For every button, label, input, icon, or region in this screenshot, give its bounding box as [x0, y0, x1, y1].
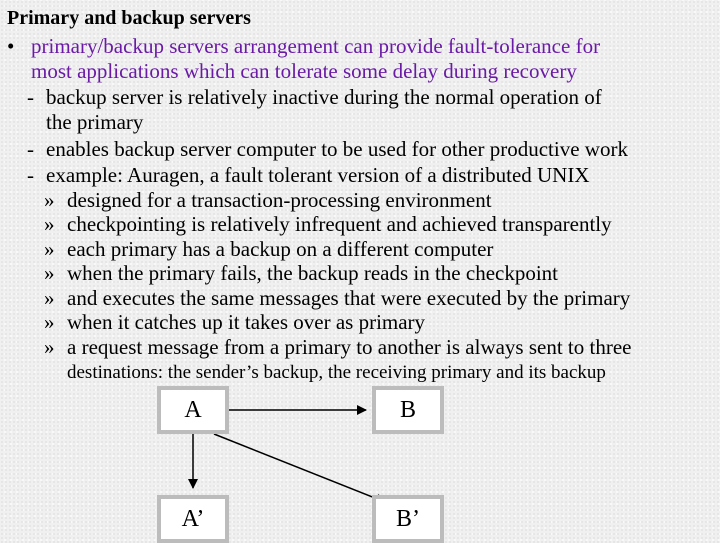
bullet-line-1: primary/backup servers arrangement can p…	[31, 34, 601, 58]
sub-marker: »	[44, 188, 55, 212]
sub-marker: »	[44, 261, 55, 285]
node-b-label: B	[376, 390, 440, 430]
node-b-box: B	[372, 386, 444, 434]
node-a-box: A	[157, 386, 229, 434]
node-b-backup-label: B’	[376, 499, 440, 539]
sub-item-2: checkpointing is relatively infrequent a…	[67, 212, 612, 236]
bullet-marker: •	[7, 34, 15, 58]
sub-marker: »	[44, 212, 55, 236]
sub-item-7-continuation: destinations: the sender’s backup, the r…	[67, 362, 606, 383]
node-b-backup-box: B’	[372, 495, 444, 543]
dash-item-1-line-1: backup server is relatively inactive dur…	[46, 85, 602, 109]
sub-marker: »	[44, 237, 55, 261]
node-a-backup-label: A’	[161, 499, 225, 539]
sub-item-4: when the primary fails, the backup reads…	[67, 261, 558, 285]
sub-marker: »	[44, 286, 55, 310]
arrow-a-to-b-backup	[213, 433, 386, 504]
dash-marker: -	[27, 85, 34, 109]
dash-item-1-line-2: the primary	[46, 110, 144, 134]
dash-item-3-line-1: example: Auragen, a fault tolerant versi…	[46, 163, 590, 187]
sub-item-3: each primary has a backup on a different…	[67, 237, 494, 261]
slide-title: Primary and backup servers	[7, 7, 251, 29]
dash-marker: -	[27, 163, 34, 187]
node-a-label: A	[161, 390, 225, 430]
sub-item-1: designed for a transaction-processing en…	[67, 188, 492, 212]
dash-item-2-line-1: enables backup server computer to be use…	[46, 137, 628, 161]
dash-marker: -	[27, 137, 34, 161]
sub-marker: »	[44, 310, 55, 334]
sub-item-5: and executes the same messages that were…	[67, 286, 631, 310]
bullet-line-2: most applications which can tolerate som…	[31, 59, 577, 83]
node-a-backup-box: A’	[157, 495, 229, 543]
sub-item-6: when it catches up it takes over as prim…	[67, 310, 426, 334]
sub-marker: »	[44, 335, 55, 359]
sub-item-7: a request message from a primary to anot…	[67, 335, 632, 359]
